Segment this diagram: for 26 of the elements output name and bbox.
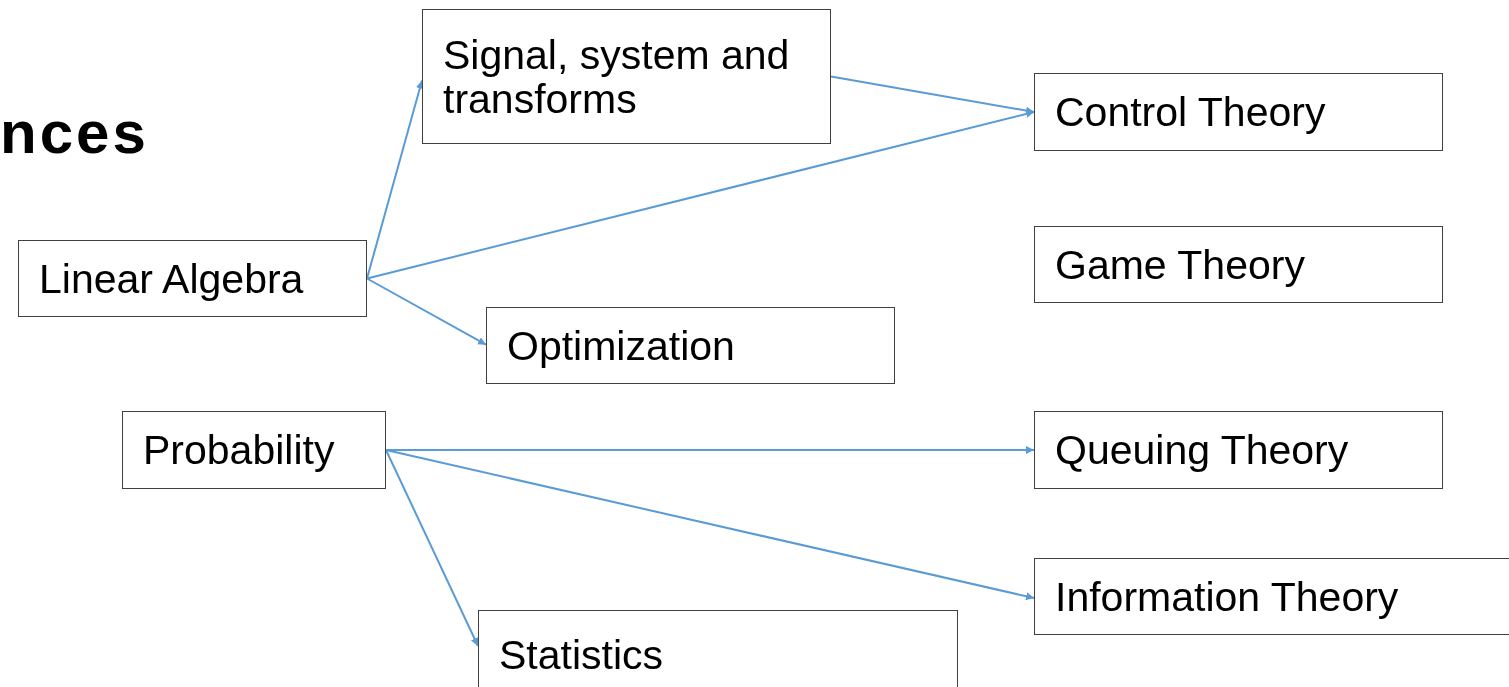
topic-label: Queuing Theory [1055,428,1349,472]
topic-box [1034,411,1443,489]
topic-label: Information Theory [1055,574,1399,619]
topic-box [18,240,367,317]
topic-label: Game Theory [1055,242,1305,287]
arrow [385,449,479,647]
topic-box [122,411,386,489]
topic-box [1034,226,1443,303]
topic-box [486,307,895,384]
topic-label: Linear Algebra [39,256,304,301]
topic-box [478,610,958,687]
arrow [385,449,1035,601]
arrow [366,110,1035,280]
arrow [366,79,424,280]
arrow [366,277,487,346]
topic-box [1034,73,1443,151]
topic-label: Control Theory [1055,90,1326,134]
topic-label: Signal, system and transforms [443,32,791,121]
topic-box [422,9,831,144]
topic-label: Statistics [499,633,664,677]
arrow [830,75,1035,115]
topic-label: Optimization [507,323,735,368]
arrow [385,446,1035,454]
topic-label: Probability [143,428,335,472]
topic-box [1034,558,1509,635]
heading-fragment: nces [0,98,149,167]
